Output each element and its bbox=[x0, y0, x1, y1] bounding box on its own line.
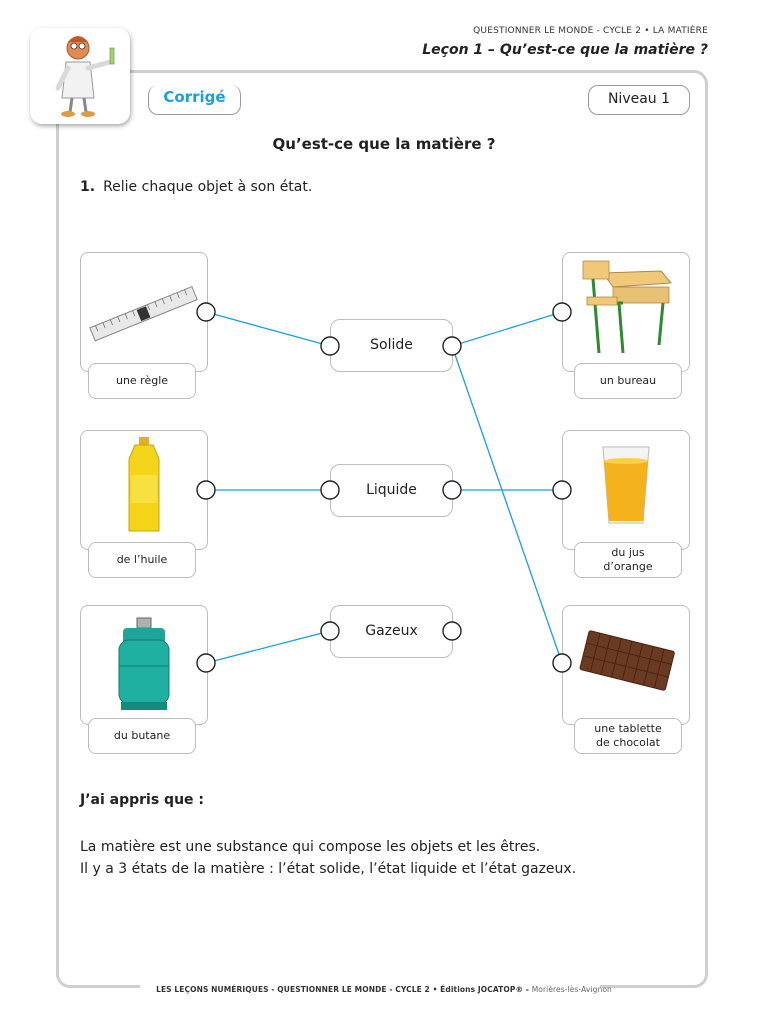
connector-dot[interactable] bbox=[321, 622, 339, 640]
connector-dot[interactable] bbox=[553, 303, 571, 321]
footer-text: LES LEÇONS NUMÉRIQUES - QUESTIONNER LE M… bbox=[156, 985, 532, 994]
connector-dot[interactable] bbox=[321, 337, 339, 355]
connector-dot[interactable] bbox=[443, 337, 461, 355]
learned-text: La matière est une substance qui compose… bbox=[80, 836, 576, 880]
learned-line-1: La matière est une substance qui compose… bbox=[80, 836, 576, 858]
footer-place: Morières-lès-Avignon bbox=[532, 985, 612, 994]
connector-dot[interactable] bbox=[197, 481, 215, 499]
learned-title: J’ai appris que : bbox=[80, 792, 204, 808]
learned-line-2: Il y a 3 états de la matière : l’état so… bbox=[80, 858, 576, 880]
connector-dot[interactable] bbox=[553, 481, 571, 499]
link-bureau-solide bbox=[452, 312, 562, 346]
link-chocolat-solide bbox=[452, 346, 562, 663]
connector-dot[interactable] bbox=[443, 481, 461, 499]
link-regle-solide bbox=[206, 312, 330, 346]
footer: LES LEÇONS NUMÉRIQUES - QUESTIONNER LE M… bbox=[0, 985, 768, 994]
connector-dot[interactable] bbox=[197, 303, 215, 321]
connector-dot[interactable] bbox=[321, 481, 339, 499]
connector-dot[interactable] bbox=[443, 622, 461, 640]
link-butane-gazeux bbox=[206, 631, 330, 663]
connector-dot[interactable] bbox=[197, 654, 215, 672]
connector-dot[interactable] bbox=[553, 654, 571, 672]
